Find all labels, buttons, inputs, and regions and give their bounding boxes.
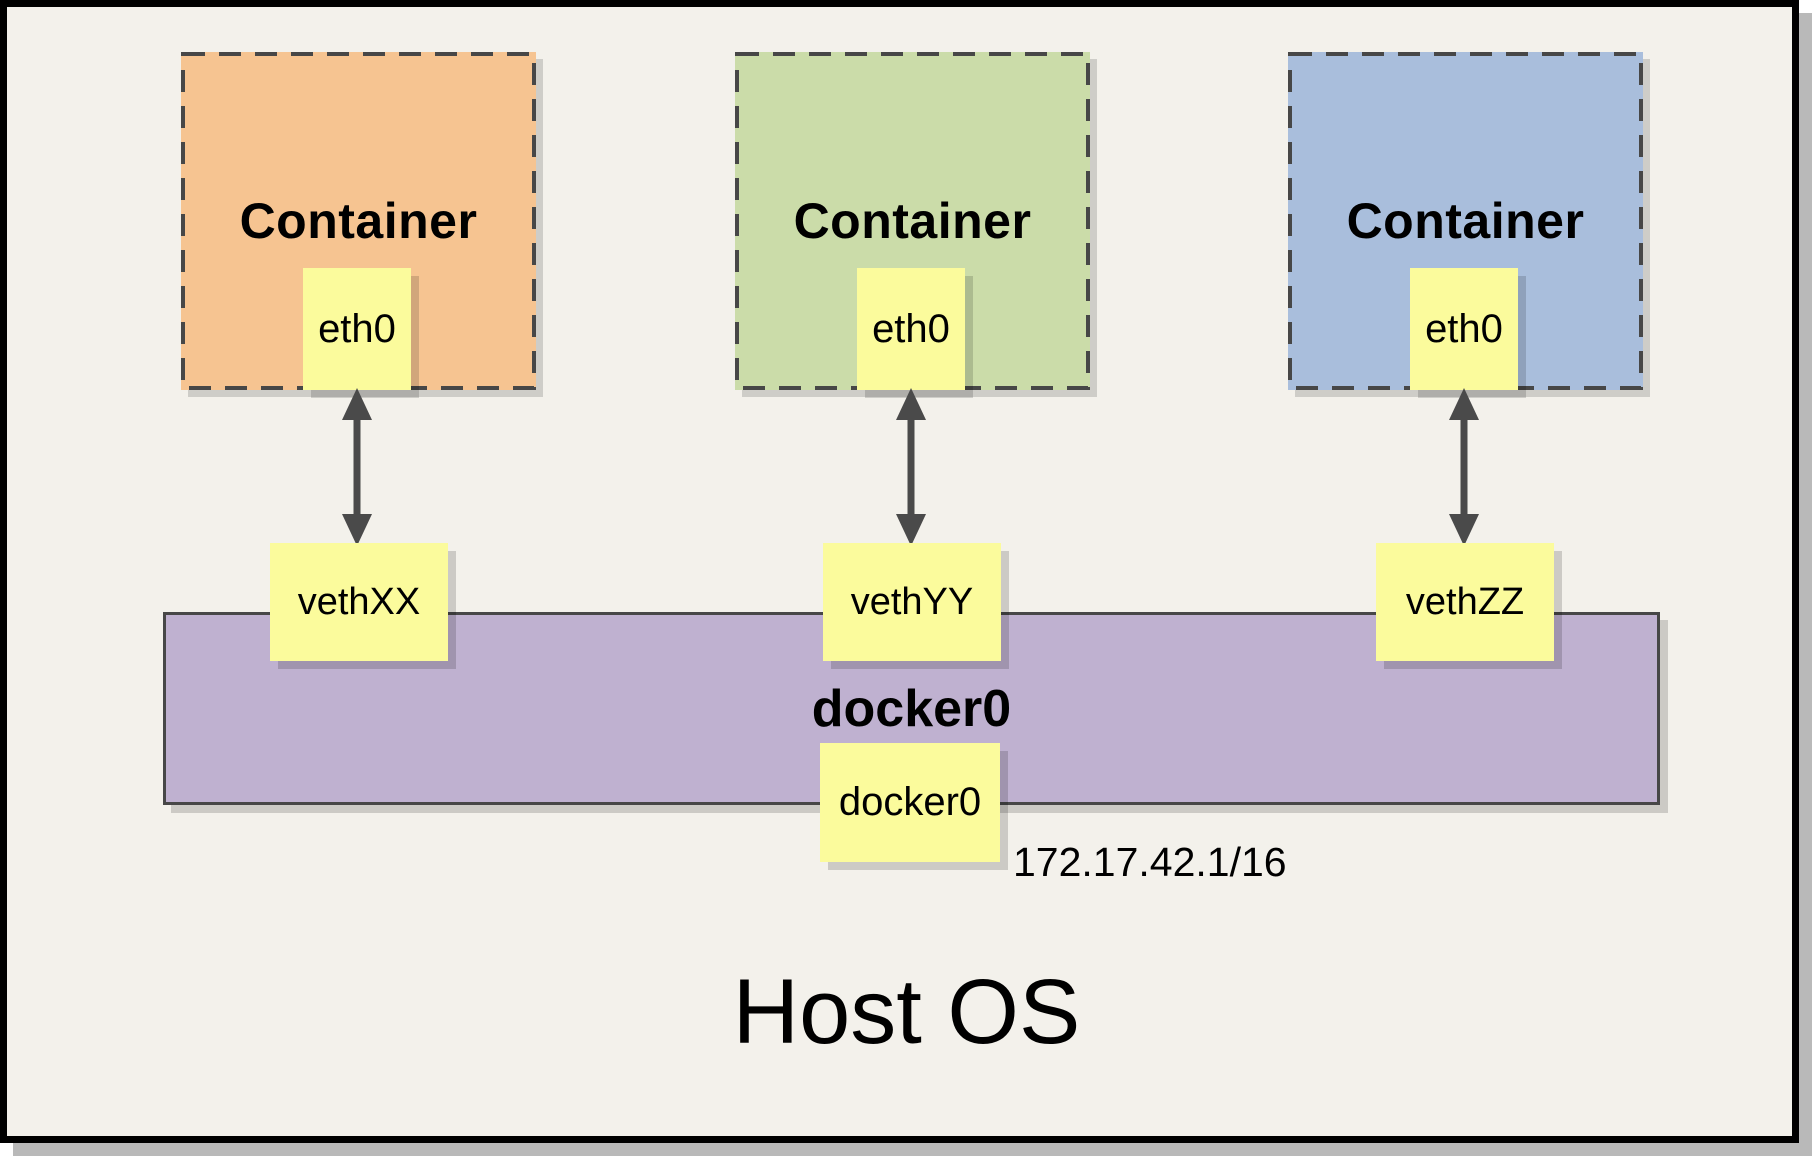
vethxx-box: vethXX	[270, 543, 448, 661]
eth0-interface-box: eth0	[857, 268, 965, 390]
vethxx-label: vethXX	[297, 580, 421, 623]
container-title: Container	[239, 193, 478, 249]
docker0-interface-box: docker0	[820, 743, 1000, 862]
container-box-2: Container eth0	[735, 52, 1090, 390]
docker0-interface-label: docker0	[838, 780, 982, 824]
container-box-1: Container eth0	[181, 52, 536, 390]
host-os-title: Host OS	[732, 961, 1081, 1063]
docker0-bridge-label: docker0	[811, 679, 1012, 738]
eth0-interface-box: eth0	[1410, 268, 1518, 390]
vethzz-label: vethZZ	[1405, 580, 1525, 623]
eth0-label: eth0	[872, 306, 950, 351]
eth0-label: eth0	[1425, 306, 1503, 351]
container-box-3: Container eth0	[1288, 52, 1643, 390]
eth0-interface-box: eth0	[303, 268, 411, 390]
subnet-address-label: 172.17.42.1/16	[1013, 839, 1287, 885]
container-title: Container	[793, 193, 1032, 249]
bidirectional-arrow-1	[342, 388, 372, 546]
bidirectional-arrow-2	[896, 388, 926, 546]
eth0-label: eth0	[318, 306, 396, 351]
container-title: Container	[1346, 193, 1585, 249]
vethyy-label: vethYY	[850, 580, 974, 623]
vethyy-box: vethYY	[823, 543, 1001, 661]
vethzz-box: vethZZ	[1376, 543, 1554, 661]
bidirectional-arrow-3	[1449, 388, 1479, 546]
